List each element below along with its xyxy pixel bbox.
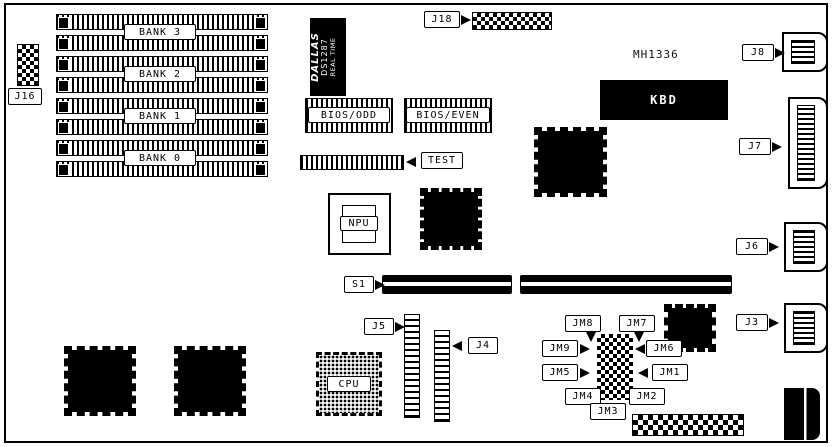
simm-slot [56, 77, 268, 93]
test-label: TEST [421, 152, 463, 169]
dallas-function: REAL TIME [328, 37, 337, 77]
kbd-controller-chip: KBD [600, 80, 728, 120]
dallas-rtc-text: DALLAS DS1287 REAL TIME [310, 18, 346, 96]
npu-socket [328, 193, 391, 255]
j3-label: J3 [736, 314, 768, 331]
logic-chip [420, 188, 482, 250]
jm6-label: JM6 [646, 340, 682, 357]
j4-header [434, 330, 450, 422]
j5-label: J5 [364, 318, 394, 335]
j16-connector [17, 44, 39, 86]
jm9-label: JM9 [542, 340, 578, 357]
jm2-label: JM2 [629, 388, 665, 405]
board-outline [4, 3, 828, 443]
bank2-label: BANK 2 [124, 66, 196, 82]
bank0-label: BANK 0 [124, 150, 196, 166]
pointer-arrow [586, 332, 596, 342]
simm-slot [56, 35, 268, 51]
dallas-rtc-chip: DALLAS DS1287 REAL TIME [310, 18, 346, 96]
j7-label: J7 [739, 138, 771, 155]
logic-chip [174, 346, 246, 416]
j18-connector [472, 12, 552, 30]
pointer-arrow [769, 242, 779, 252]
pointer-arrow [375, 280, 385, 290]
jm8-label: JM8 [565, 315, 601, 332]
logic-chip [64, 346, 136, 416]
j7-port-pins [797, 105, 815, 181]
jm3-label: JM3 [590, 403, 626, 420]
j6-port-pins [793, 230, 815, 264]
pointer-arrow [406, 157, 416, 167]
j6-label: J6 [736, 238, 768, 255]
j8-port-pins [791, 40, 815, 64]
cpu-label: CPU [327, 376, 371, 392]
j16-label: J16 [8, 88, 42, 105]
pointer-arrow [638, 368, 648, 378]
npu-label: NPU [340, 216, 378, 231]
pointer-arrow [772, 142, 782, 152]
pointer-arrow [634, 332, 644, 342]
j18-label: J18 [424, 11, 460, 28]
j3-port-pins [793, 311, 815, 345]
pointer-arrow [580, 368, 590, 378]
pointer-arrow [769, 318, 779, 328]
bios-even-label: BIOS/EVEN [406, 107, 490, 123]
jumper-block [597, 334, 633, 400]
corner-port [784, 388, 820, 440]
pointer-arrow [452, 341, 462, 351]
bank3-label: BANK 3 [124, 24, 196, 40]
s1-label: S1 [344, 276, 374, 293]
j4-label: J4 [468, 337, 498, 354]
bank1-label: BANK 1 [124, 108, 196, 124]
jm5-label: JM5 [542, 364, 578, 381]
j3-port [784, 303, 828, 353]
jm4-label: JM4 [565, 388, 601, 405]
jm1-label: JM1 [652, 364, 688, 381]
logic-chip [534, 127, 607, 197]
pointer-arrow [395, 322, 405, 332]
s1-bar [382, 275, 512, 294]
s1-bar [520, 275, 732, 294]
pointer-arrow [461, 15, 471, 25]
pointer-arrow [635, 344, 645, 354]
bottom-connector [632, 414, 744, 436]
kbd-label: KBD [650, 93, 678, 107]
j5-header [404, 314, 420, 418]
test-connector [300, 155, 404, 170]
pointer-arrow [580, 344, 590, 354]
j7-port [788, 97, 828, 189]
kbd-part-number: MH1336 [633, 48, 679, 61]
pointer-arrow [775, 48, 785, 58]
jm7-label: JM7 [619, 315, 655, 332]
j6-port [784, 222, 828, 272]
j8-label: J8 [742, 44, 774, 61]
j8-port [782, 32, 828, 72]
bios-odd-label: BIOS/ODD [308, 107, 390, 123]
